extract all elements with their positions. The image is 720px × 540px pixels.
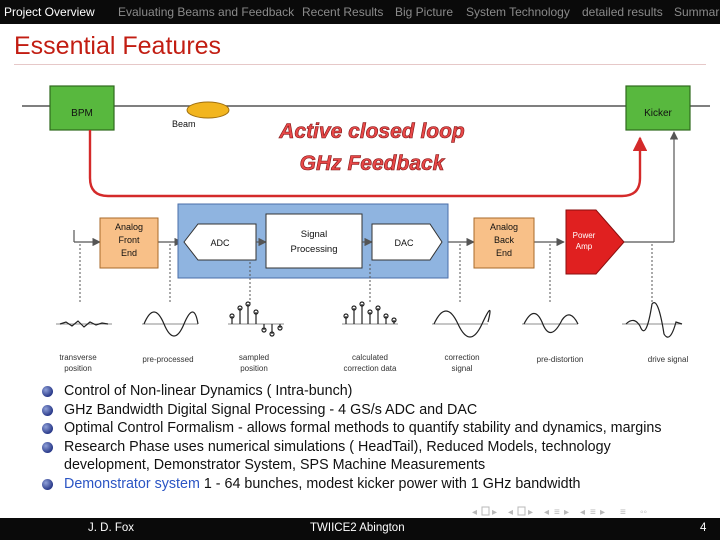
signal-label-calculated: calculated	[352, 353, 388, 362]
nav-item-project-overview[interactable]: Project Overview	[4, 5, 95, 19]
nav-doc-icon[interactable]: ≡	[590, 507, 596, 518]
dac-label: DAC	[394, 238, 414, 248]
nav-item-evaluating-beams[interactable]: Evaluating Beams and Feedback	[118, 5, 295, 19]
beam-label: Beam	[172, 119, 196, 129]
signal-label-signal: signal	[452, 364, 473, 373]
signal-label-transverse: transverse	[59, 353, 97, 362]
power-amp-block	[565, 209, 625, 275]
bullet-dot-icon	[42, 386, 53, 397]
analog-front-end-block	[99, 217, 159, 269]
signal-label-drive-signal: drive signal	[648, 355, 689, 364]
bullet-item: Optimal Control Formalism - allows forma…	[40, 419, 700, 438]
loop-title-line2: GHz Feedback	[300, 152, 446, 175]
signal-label-sampled-position: position	[240, 364, 268, 373]
nav-prev-subsection-icon[interactable]: ◂	[508, 507, 513, 518]
slide-footer: J. D. Fox TWIICE2 Abington 4	[0, 518, 720, 540]
nav-item-recent-results[interactable]: Recent Results	[302, 5, 384, 19]
footer-page-number: 4	[700, 522, 707, 534]
abe-label-line3: End	[496, 248, 512, 258]
bullet-highlight[interactable]: Demonstrator system	[64, 475, 200, 492]
feedback-block-diagram: BPM Beam Kicker Active closed loop GHz F…	[22, 85, 710, 373]
kicker-block	[625, 85, 691, 131]
nav-item-big-picture[interactable]: Big Picture	[395, 5, 454, 19]
nav-prev-section-icon[interactable]: ◂	[544, 507, 549, 518]
beam-bunch-shape	[186, 101, 230, 119]
bullet-item: Control of Non-linear Dynamics ( Intra-b…	[40, 382, 700, 401]
abe-label-line1: Analog	[490, 222, 518, 232]
bullet-item: Research Phase uses numerical simulation…	[40, 438, 700, 475]
signal-label-pre-processed: pre-processed	[142, 355, 193, 364]
nav-item-system-technology[interactable]: System Technology	[466, 5, 570, 19]
bullet-item: GHz Bandwidth Digital Signal Processing …	[40, 401, 700, 420]
nav-search-icon[interactable]: ◦◦	[640, 507, 647, 518]
signal-label-correction-data: correction data	[344, 364, 397, 373]
bpm-block	[49, 85, 115, 131]
loop-title-line1: Active closed loop	[278, 120, 465, 143]
feature-bullet-list: Control of Non-linear Dynamics ( Intra-b…	[40, 382, 700, 494]
signal-processing-block	[265, 213, 363, 269]
nav-next-frame-icon[interactable]: ▸	[492, 507, 497, 518]
waveform-icons	[56, 301, 683, 338]
slide-title: Essential Features	[14, 32, 222, 60]
nav-item-detailed-results[interactable]: detailed results	[582, 5, 663, 19]
waveform-pre-distortion-icon	[522, 312, 579, 334]
nav-prev-doc-icon[interactable]: ◂	[580, 507, 585, 518]
feedback-loop-arrow	[88, 130, 648, 198]
beamer-navigation-controls: ◂ ▸ ◂ ▸ ◂ ≡ ▸ ◂ ≡ ▸ ≡ ◦◦	[468, 504, 718, 518]
waveform-pre-processed-icon	[142, 311, 199, 337]
dac-block	[371, 223, 443, 261]
footer-event: TWIICE2 Abington	[310, 522, 405, 534]
bullet-dot-icon	[42, 478, 53, 490]
afe-label-line2: Front	[118, 235, 140, 245]
waveform-transverse-position-icon	[56, 320, 112, 328]
nav-frame-icon[interactable]	[481, 506, 490, 516]
adc-label: ADC	[210, 238, 230, 248]
waveform-drive-signal-icon	[622, 302, 683, 338]
nav-next-doc-icon[interactable]: ▸	[600, 507, 605, 518]
bullet-dot-icon	[42, 441, 53, 453]
bullet-dot-icon	[42, 423, 53, 435]
signal-label-sampled: sampled	[239, 353, 269, 362]
abe-label-line2: Back	[494, 235, 515, 245]
nav-section-icon[interactable]: ≡	[554, 507, 560, 518]
nav-appendix-icon[interactable]: ≡	[620, 507, 626, 518]
kicker-label: Kicker	[644, 108, 672, 119]
analog-back-end-block	[473, 217, 535, 269]
nav-next-section-icon[interactable]: ▸	[564, 507, 569, 518]
nav-item-summary[interactable]: Summar	[674, 5, 720, 19]
afe-label-line1: Analog	[115, 222, 143, 232]
amp-label-line2: Amp	[576, 242, 593, 251]
waveform-calculated-correction-icon	[342, 301, 398, 325]
bullet-item: Demonstrator system 1 - 64 bunches, mode…	[40, 475, 700, 494]
nav-subsection-icon[interactable]	[517, 506, 526, 516]
signal-label-correction: correction	[444, 353, 479, 362]
signal-label-pre-distortion: pre-distortion	[537, 355, 584, 364]
waveform-sampled-position-icon	[228, 301, 284, 337]
bpm-label: BPM	[71, 108, 93, 119]
sp-label-line1: Signal	[301, 229, 327, 240]
nav-prev-frame-icon[interactable]: ◂	[472, 507, 477, 518]
afe-label-line3: End	[121, 248, 137, 258]
sp-label-line2: Processing	[291, 244, 338, 255]
title-divider	[14, 64, 706, 65]
footer-author: J. D. Fox	[88, 522, 135, 534]
section-navigation-bar: Project Overview Evaluating Beams and Fe…	[0, 0, 720, 24]
amp-label-line1: Power	[573, 231, 596, 240]
signal-label-position: position	[64, 364, 92, 373]
waveform-correction-signal-icon	[432, 309, 491, 338]
nav-next-subsection-icon[interactable]: ▸	[528, 507, 533, 518]
bullet-dot-icon	[42, 404, 53, 416]
